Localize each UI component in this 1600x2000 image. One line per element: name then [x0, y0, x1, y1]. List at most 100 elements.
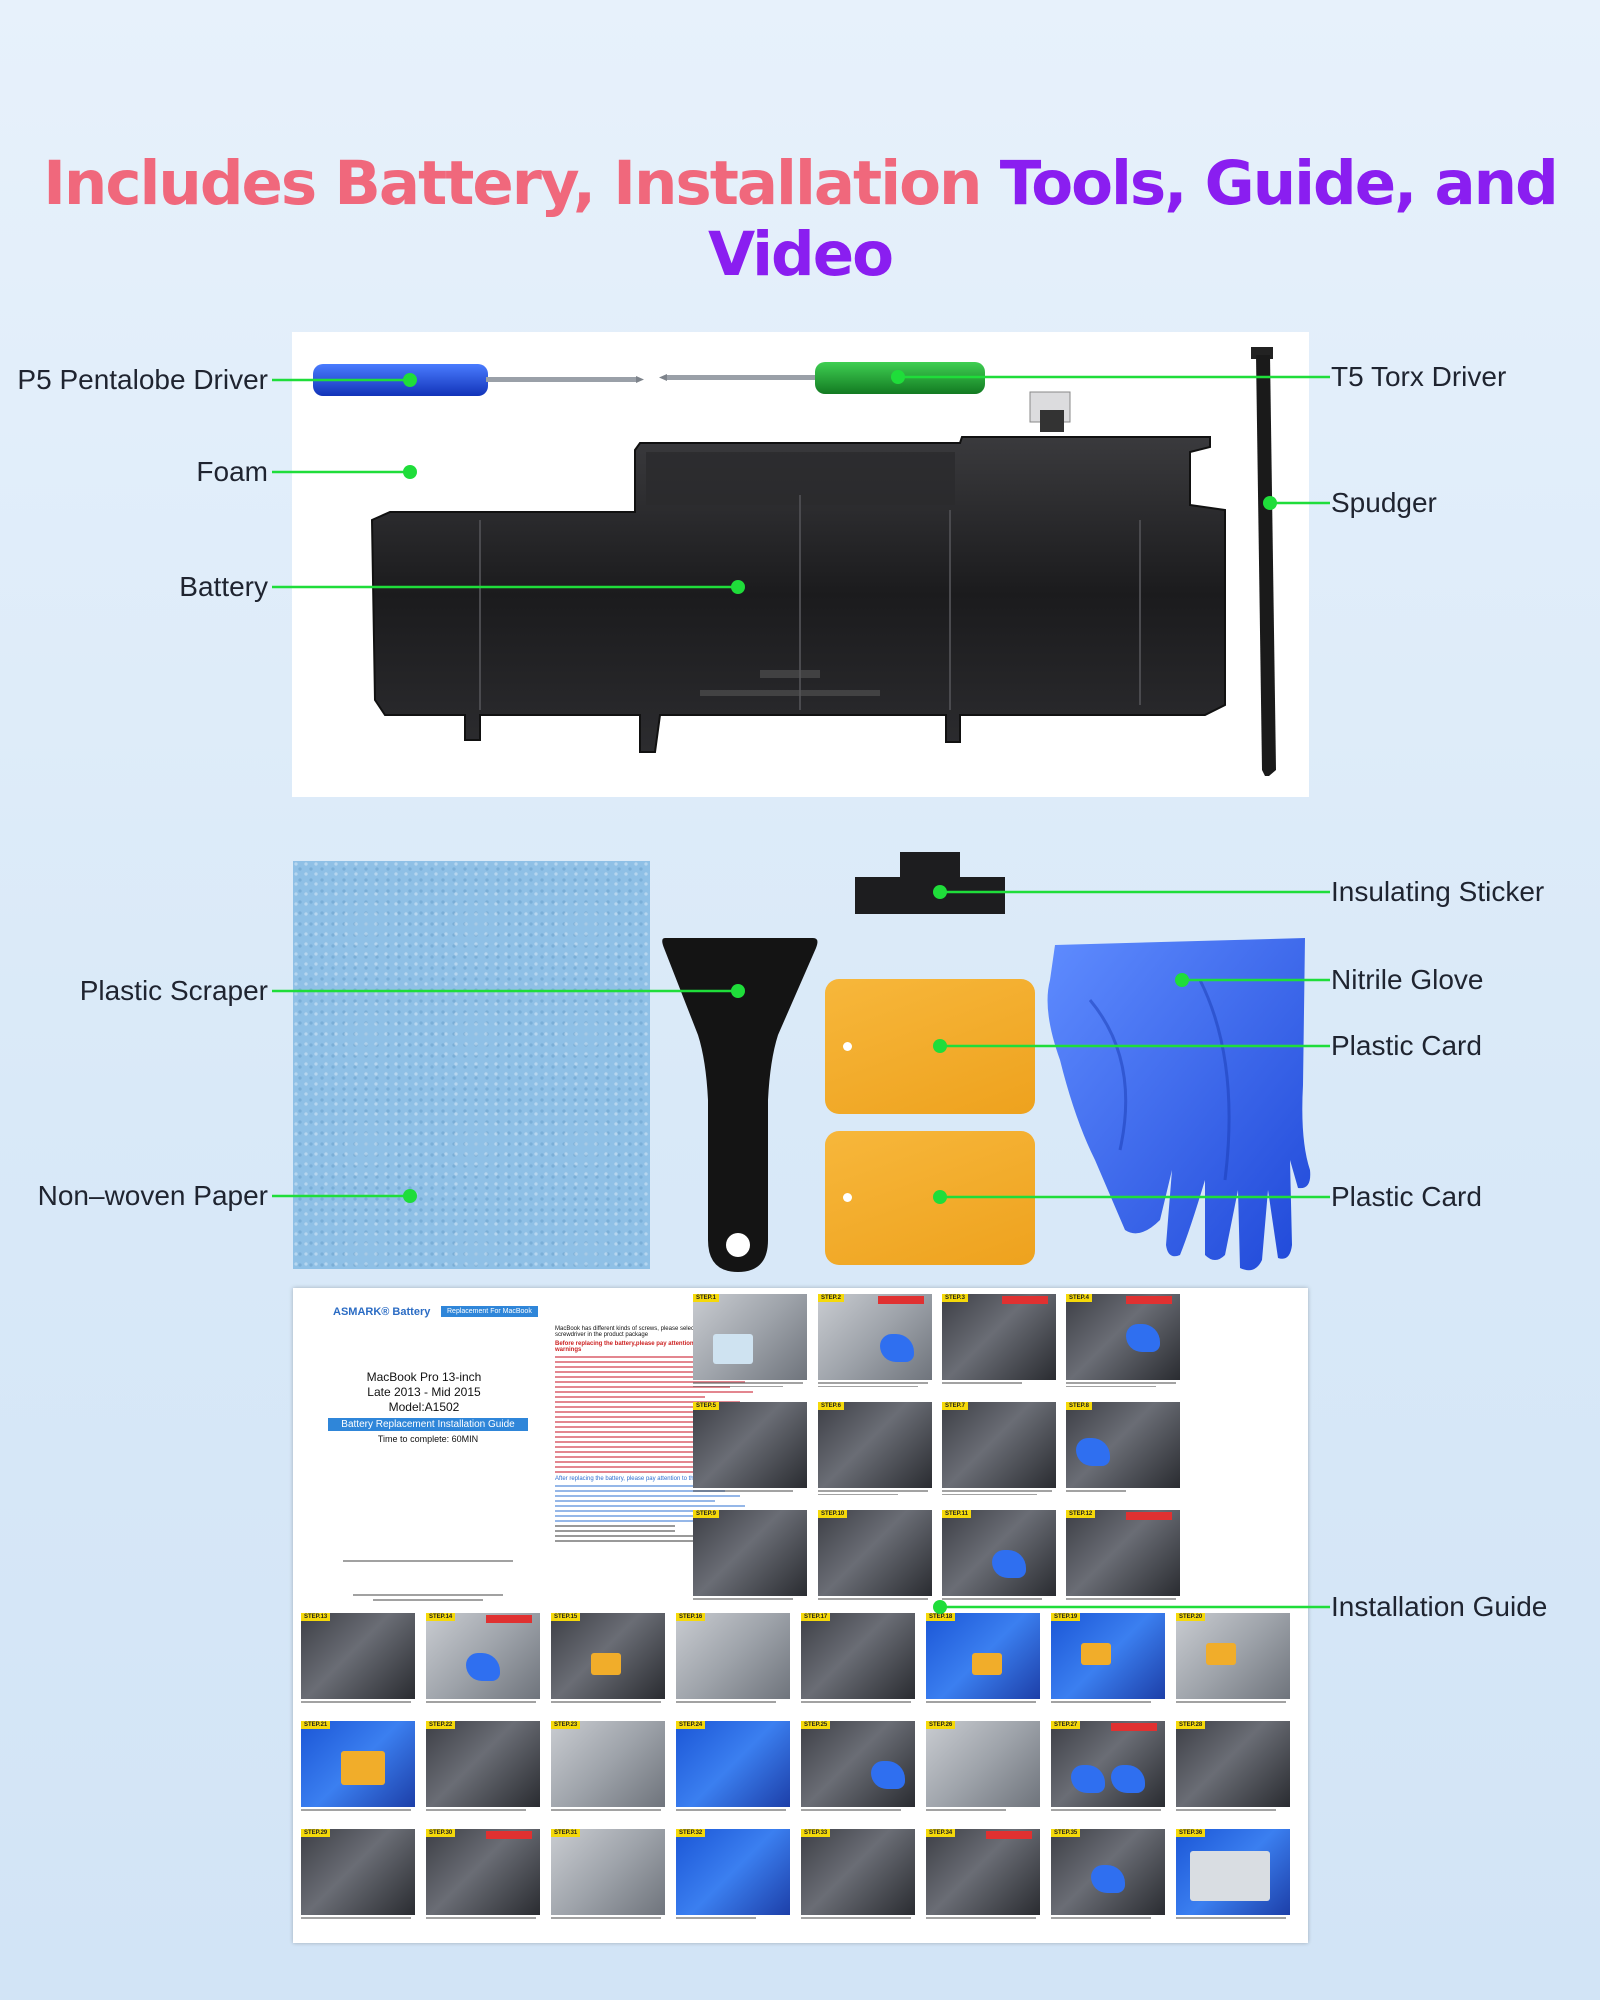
guide-step-29: STEP.29: [301, 1829, 415, 1915]
guide-title-line-1: MacBook Pro 13-inch: [366, 1370, 482, 1384]
guide-step-label: STEP.31: [551, 1829, 581, 1837]
guide-step-26: STEP.26: [926, 1721, 1040, 1807]
guide-brand: ASMARK® Battery: [333, 1306, 431, 1318]
guide-step-label: STEP.23: [551, 1721, 581, 1729]
plastic-scraper-image: [662, 938, 818, 1272]
guide-step-label: STEP.12: [1066, 1510, 1096, 1518]
guide-title-line-2: Late 2013 - Mid 2015: [367, 1385, 481, 1399]
guide-step-label: STEP.15: [551, 1613, 581, 1621]
guide-step-9: STEP.9: [693, 1510, 807, 1596]
guide-step-31: STEP.31: [551, 1829, 665, 1915]
guide-step-label: STEP.22: [426, 1721, 456, 1729]
headline-part-1: Includes Battery, Installation: [43, 148, 982, 219]
guide-step-label: STEP.11: [942, 1510, 971, 1518]
label-p5-pentalobe-driver: P5 Pentalobe Driver: [17, 364, 268, 395]
guide-step-label: STEP.2: [818, 1294, 844, 1302]
guide-step-5: STEP.5: [693, 1402, 807, 1488]
label-non-woven-paper: Non–woven Paper: [37, 1180, 268, 1211]
guide-step-23: STEP.23: [551, 1721, 665, 1807]
guide-step-19: STEP.19: [1051, 1613, 1165, 1699]
guide-step-label: STEP.35: [1051, 1829, 1081, 1837]
guide-step-8: STEP.8: [1066, 1402, 1180, 1488]
label-installation-guide: Installation Guide: [1331, 1591, 1548, 1622]
guide-step-33: STEP.33: [801, 1829, 915, 1915]
guide-step-25: STEP.25: [801, 1721, 915, 1807]
guide-contact-line: [353, 1594, 503, 1601]
battery-image: [370, 391, 1226, 753]
label-plastic-card-2: Plastic Card: [1331, 1181, 1482, 1212]
label-spudger: Spudger: [1331, 487, 1437, 518]
guide-step-label: STEP.9: [693, 1510, 719, 1518]
guide-step-label: STEP.8: [1066, 1402, 1092, 1410]
nitrile-glove-image: [1047, 938, 1311, 1271]
guide-step-36: STEP.36: [1176, 1829, 1290, 1915]
label-battery: Battery: [179, 571, 268, 602]
guide-step-label: STEP.21: [301, 1721, 331, 1729]
headline: Includes Battery, Installation Tools, Gu…: [0, 148, 1600, 290]
label-plastic-scraper: Plastic Scraper: [79, 975, 268, 1006]
guide-step-30: STEP.30: [426, 1829, 540, 1915]
guide-step-label: STEP.28: [1176, 1721, 1206, 1729]
guide-step-label: STEP.16: [676, 1613, 706, 1621]
spudger-image: [1251, 347, 1276, 776]
guide-step-20: STEP.20: [1176, 1613, 1290, 1699]
guide-intro: MacBook has different kinds of screws, p…: [555, 1326, 746, 1338]
non-woven-paper-image: [293, 861, 650, 1269]
guide-step-label: STEP.6: [818, 1402, 844, 1410]
guide-step-1: STEP.1: [693, 1294, 807, 1380]
guide-step-2: STEP.2: [818, 1294, 932, 1380]
guide-step-label: STEP.18: [926, 1613, 956, 1621]
guide-step-label: STEP.27: [1051, 1721, 1081, 1729]
guide-step-11: STEP.11: [942, 1510, 1056, 1596]
guide-step-22: STEP.22: [426, 1721, 540, 1807]
guide-step-label: STEP.4: [1066, 1294, 1092, 1302]
guide-step-label: STEP.20: [1176, 1613, 1206, 1621]
guide-scan-line: [343, 1560, 513, 1562]
guide-step-label: STEP.36: [1176, 1829, 1206, 1837]
guide-step-label: STEP.30: [426, 1829, 456, 1837]
guide-step-15: STEP.15: [551, 1613, 665, 1699]
guide-text-column: MacBook has different kinds of screws, p…: [555, 1326, 755, 1545]
guide-step-7: STEP.7: [942, 1402, 1056, 1488]
guide-step-34: STEP.34: [926, 1829, 1040, 1915]
guide-title-line-3: Model:A1502: [388, 1400, 460, 1414]
label-plastic-card-1: Plastic Card: [1331, 1030, 1482, 1061]
guide-step-label: STEP.26: [926, 1721, 956, 1729]
guide-step-label: STEP.17: [801, 1613, 831, 1621]
guide-step-21: STEP.21: [301, 1721, 415, 1807]
guide-step-label: STEP.34: [926, 1829, 956, 1837]
guide-step-12: STEP.12: [1066, 1510, 1180, 1596]
guide-warning-heading: Before replacing the battery,please pay …: [555, 1341, 740, 1353]
guide-step-35: STEP.35: [1051, 1829, 1165, 1915]
guide-step-10: STEP.10: [818, 1510, 932, 1596]
guide-step-6: STEP.6: [818, 1402, 932, 1488]
insulating-sticker-image: [855, 852, 1005, 914]
guide-step-18: STEP.18: [926, 1613, 1040, 1699]
callout-lines: [272, 370, 1330, 1614]
guide-step-4: STEP.4: [1066, 1294, 1180, 1380]
guide-step-label: STEP.14: [426, 1613, 456, 1621]
guide-step-label: STEP.25: [801, 1721, 831, 1729]
guide-step-label: STEP.24: [676, 1721, 706, 1729]
guide-step-label: STEP.32: [676, 1829, 706, 1837]
installation-guide-sheet: ASMARK® Battery Replacement For MacBook …: [293, 1288, 1308, 1943]
headline-part-2: Tools, Guide, and Video: [708, 148, 1559, 290]
guide-step-label: STEP.1: [693, 1294, 719, 1302]
guide-band: Battery Replacement Installation Guide: [328, 1418, 528, 1431]
guide-step-label: STEP.19: [1051, 1613, 1081, 1621]
guide-step-label: STEP.7: [942, 1402, 968, 1410]
guide-step-label: STEP.29: [301, 1829, 331, 1837]
guide-time: Time to complete: 60MIN: [377, 1434, 479, 1444]
guide-step-24: STEP.24: [676, 1721, 790, 1807]
label-insulating-sticker: Insulating Sticker: [1331, 876, 1545, 907]
guide-step-32: STEP.32: [676, 1829, 790, 1915]
guide-step-14: STEP.14: [426, 1613, 540, 1699]
guide-step-label: STEP.3: [942, 1294, 968, 1302]
guide-brand-tag: Replacement For MacBook: [441, 1306, 538, 1317]
guide-step-16: STEP.16: [676, 1613, 790, 1699]
guide-step-label: STEP.5: [693, 1402, 719, 1410]
guide-step-28: STEP.28: [1176, 1721, 1290, 1807]
guide-step-label: STEP.10: [818, 1510, 848, 1518]
label-foam: Foam: [196, 456, 268, 487]
